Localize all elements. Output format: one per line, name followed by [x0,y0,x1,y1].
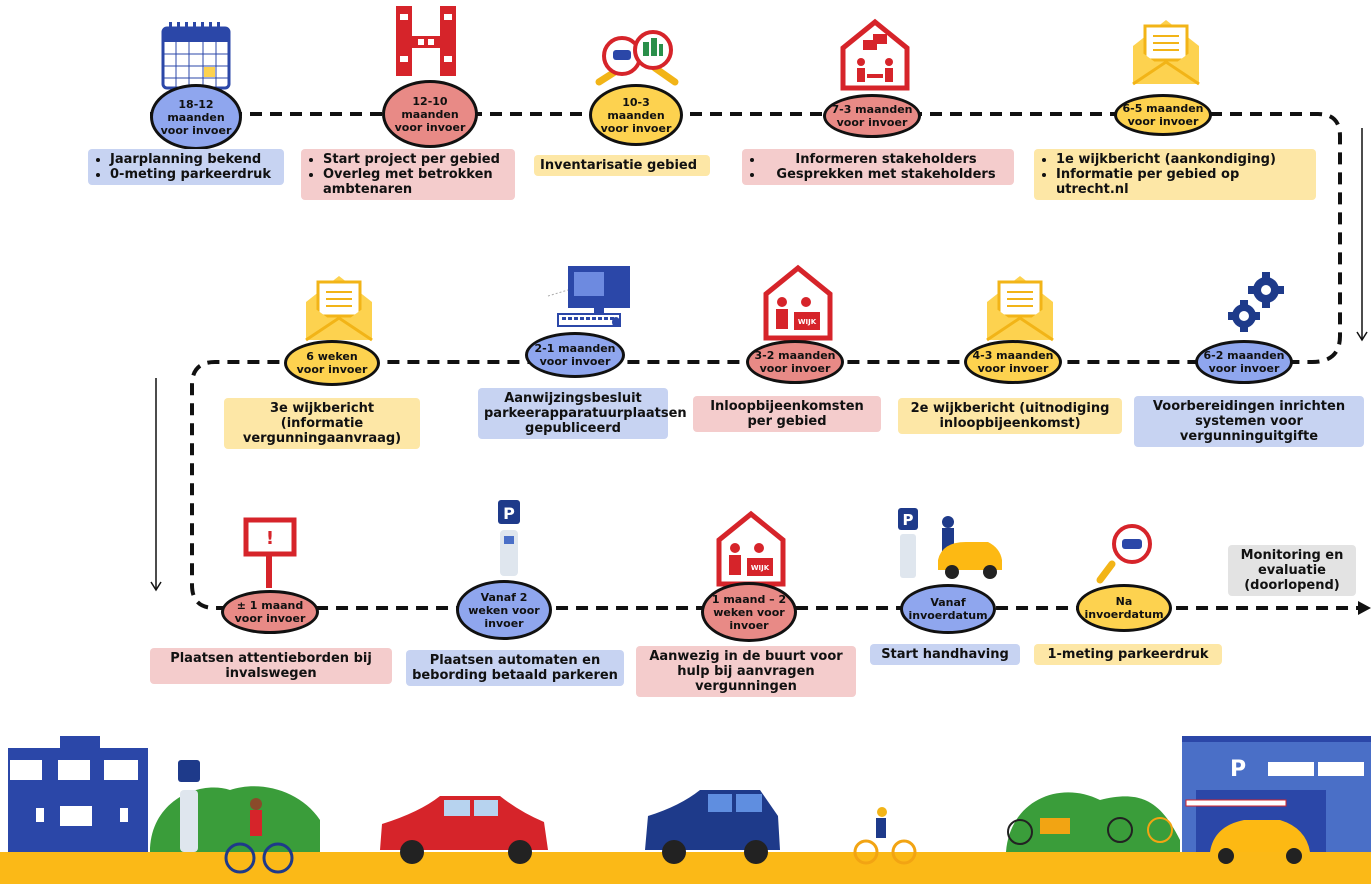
parking-label: P [503,504,515,523]
parking-label: P [903,511,914,529]
timeline-node-7: 2-1 maanden voor invoer [525,332,625,378]
timeline-tag-10: Voorbereidingen inrichten systemen voor … [1134,396,1364,447]
timeline-node-3: 10-3 maanden voor invoer [589,84,683,146]
timeline-tag-5: 1e wijkbericht (aankondiging)Informatie … [1034,149,1316,200]
wijk-label: WIJK [751,564,770,572]
parking-label: P [1230,757,1246,782]
wijk-house-icon: WIJK [716,510,786,587]
envelope-icon [986,276,1054,342]
parking-person-car-icon: P [898,508,1002,579]
timeline-node-6: 6 weken voor invoer [284,340,380,386]
tag-item: 1e wijkbericht (aankondiging) [1056,152,1310,167]
magnifier-map-icon [595,30,679,86]
timeline-tag-9: 2e wijkbericht (uitnodiging inloopbijeen… [898,398,1122,434]
timeline-path [150,112,1365,610]
gears-icon [1228,272,1284,332]
sign-board-icon: ! [243,517,297,588]
wijk-house-icon: WIJK [763,264,833,341]
tag-item: 0-meting parkeerdruk [110,167,278,182]
timeline-node-15: Na invoerdatum [1076,584,1172,632]
wijk-label: WIJK [798,318,817,326]
calendar-icon [161,22,231,90]
stakeholder-house-icon [840,18,910,91]
timeline-tag-6: 3e wijkbericht (informatie vergunningaan… [224,398,420,449]
timeline-tag-8: Inloopbijeenkomsten per gebied [693,396,881,432]
parking-meter-icon: P [498,500,520,576]
timeline-tag-12: Plaatsen automaten en bebording betaald … [406,650,624,686]
timeline-node-8: 3-2 maanden voor invoer [746,340,844,384]
timeline-tag-14: Start handhaving [870,644,1020,665]
envelope-icon [305,276,373,342]
timeline-tag-13: Aanwezig in de buurt voor hulp bij aanvr… [636,646,856,697]
construction-icon [396,6,456,76]
timeline-node-2: 12-10 maanden voor invoer [382,80,478,148]
timeline-tag-11: Plaatsen attentieborden bij invalswegen [150,648,392,684]
tag-item: Overleg met betrokken ambtenaren [323,167,509,197]
tag-item: Informeren stakeholders [764,152,1008,167]
tag-item: Jaarplanning bekend [110,152,278,167]
timeline-tag-4: Informeren stakeholdersGesprekken met st… [742,149,1014,185]
side-arrow-left [150,378,162,592]
timeline-node-14: Vanaf invoerdatum [900,584,996,634]
timeline-tag-15: 1-meting parkeerdruk [1034,644,1222,665]
side-arrow-right [1356,128,1368,342]
timeline-tag-7: Aanwijzingsbesluit parkeerapparatuurplaa… [478,388,687,439]
tag-item: Informatie per gebied op utrecht.nl [1056,167,1310,197]
timeline-node-13: 1 maand – 2 weken voor invoer [701,582,797,642]
timeline-arrowhead [1358,601,1371,615]
timeline-tag-1: Jaarplanning bekend0-meting parkeerdruk [88,149,284,185]
timeline-tag-2: Start project per gebiedOverleg met betr… [301,149,515,200]
timeline-node-11: ± 1 maand voor invoer [221,590,319,634]
timeline-node-10: 6-2 maanden voor invoer [1195,340,1293,384]
street-scene: P [0,736,1371,884]
tag-item: Start project per gebied [323,152,509,167]
timeline-node-5: 6-5 maanden voor invoer [1114,94,1212,136]
timeline-node-12: Vanaf 2 weken voor invoer [456,580,552,640]
magnifier-car-icon [1096,524,1152,584]
exclamation-label: ! [266,528,274,549]
timeline-node-1: 18-12 maanden voor invoer [150,84,242,150]
computer-icon [547,266,630,327]
timeline-tag-3: Inventarisatie gebied [534,155,710,176]
timeline-node-4: 7-3 maanden voor invoer [823,94,921,138]
envelope-icon [1132,20,1200,86]
monitoring-tag: Monitoring en evaluatie (doorlopend) [1228,545,1356,596]
tag-item: Gesprekken met stakeholders [764,167,1008,182]
timeline-node-9: 4-3 maanden voor invoer [964,340,1062,384]
